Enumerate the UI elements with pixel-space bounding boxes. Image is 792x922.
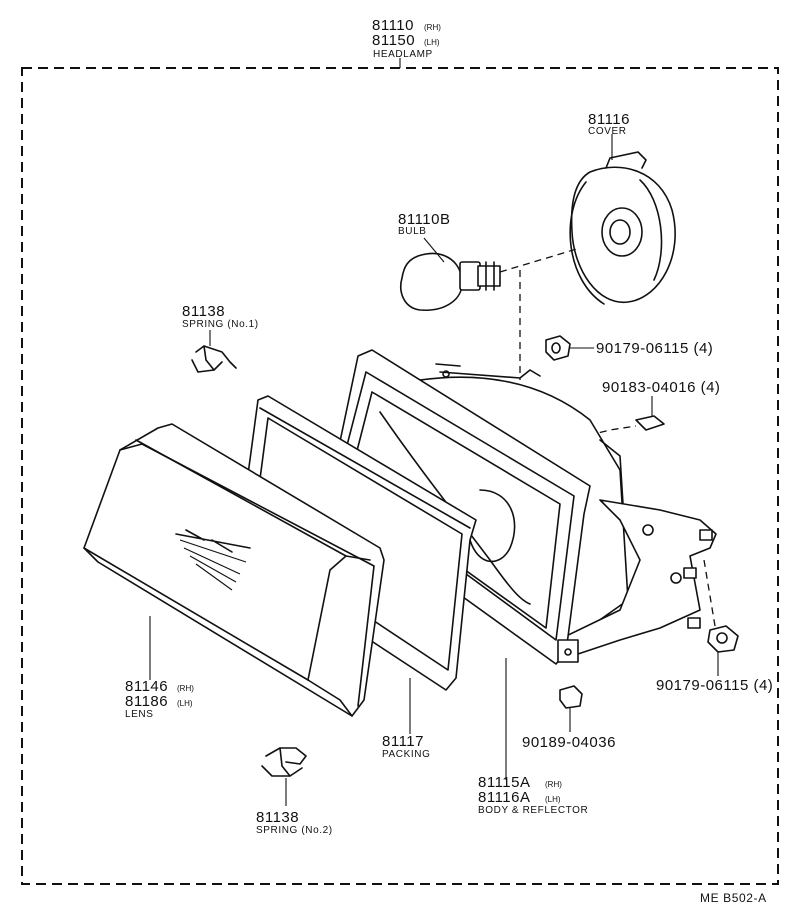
clip-part-no: 90189-04036 [522, 734, 616, 751]
headlamp-assembly-frame [21, 58, 779, 885]
lens-callout: 81146 (RH) 81186 (LH) LENS [125, 678, 194, 720]
body-name: BODY & REFLECTOR [478, 805, 588, 816]
packing-callout: 81117 PACKING [382, 733, 430, 760]
bulb-callout: 81110B BULB [398, 211, 451, 237]
headlamp-name: HEADLAMP [373, 49, 433, 60]
headlamp-side-lh: (LH) [424, 38, 440, 47]
body-part-no-rh: 81115A [478, 774, 531, 791]
bulb-part-no: 81110B [398, 211, 451, 228]
nut-right-part-no: 90179-06115 (4) [656, 677, 773, 694]
cover-callout: 81116 COVER [588, 111, 630, 137]
lens-part [83, 423, 385, 717]
cover-name: COVER [588, 126, 627, 137]
body-part-no-lh: 81116A [478, 789, 531, 806]
lens-name: LENS [125, 709, 154, 720]
body-side-rh: (RH) [545, 780, 562, 789]
headlamp-callout: 81110 (RH) 81150 (LH) HEADLAMP [372, 17, 441, 60]
cover-part [569, 134, 676, 305]
lens-side-lh: (LH) [177, 699, 193, 708]
packing-part-no: 81117 [382, 733, 424, 750]
spring-no1-name: SPRING (No.1) [182, 319, 259, 330]
bulb-part [400, 237, 501, 311]
lens-part-no-rh: 81146 [125, 678, 168, 695]
spring-no1-callout: 81138 SPRING (No.1) [182, 303, 259, 330]
spring-no2-part-no: 81138 [256, 809, 299, 826]
nut-right-part [707, 625, 739, 676]
screw-part-no: 90183-04016 (4) [602, 379, 720, 396]
spring-no1-part-no: 81138 [182, 303, 225, 320]
bulb-name: BULB [398, 226, 427, 237]
packing-name: PACKING [382, 749, 430, 760]
spring-no2-part [261, 747, 307, 806]
spring-no2-name: SPRING (No.2) [256, 825, 333, 836]
body-reflector-callout: 81115A (RH) 81116A (LH) BODY & REFLECTOR [478, 774, 588, 816]
screw-part [635, 396, 665, 431]
headlamp-side-rh: (RH) [424, 23, 441, 32]
spring-no1-part [191, 330, 237, 373]
nut-top-part-no: 90179-06115 (4) [596, 340, 713, 357]
headlamp-part-no-rh: 81110 [372, 17, 414, 34]
body-side-lh: (LH) [545, 795, 561, 804]
cover-part-no: 81116 [588, 111, 630, 128]
lens-side-rh: (RH) [177, 684, 194, 693]
lens-part-no-lh: 81186 [125, 693, 168, 710]
clip-part [559, 685, 583, 732]
nut-top-part [545, 335, 594, 361]
spring-no2-callout: 81138 SPRING (No.2) [256, 809, 333, 836]
diagram-code: ME B502-A [700, 891, 767, 905]
headlamp-part-no-lh: 81150 [372, 32, 415, 49]
